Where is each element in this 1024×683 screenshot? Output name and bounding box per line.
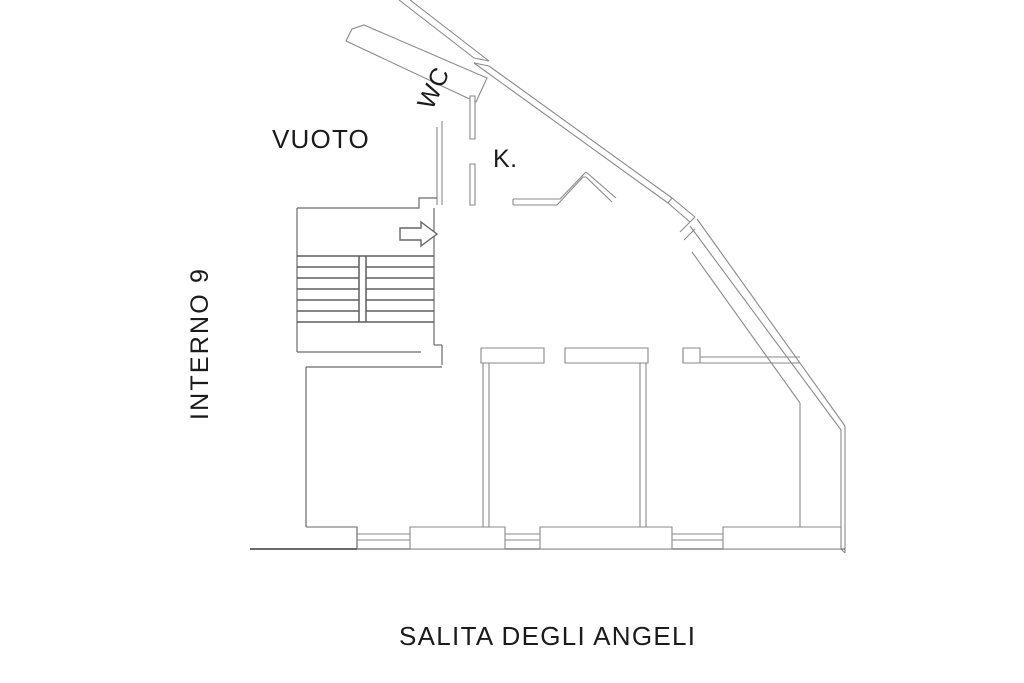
room-label-vuoto: VUOTO <box>272 124 370 154</box>
facade-wall-upper-diagonal <box>398 0 673 204</box>
wc-inner-walls <box>436 95 476 206</box>
unit-label-interno: INTERNO 9 <box>186 266 214 420</box>
bottom-wall-and-windows <box>306 526 845 550</box>
street-label-salita-degli-angeli: SALITA DEGLI ANGELI <box>399 621 697 651</box>
room-left <box>305 366 442 549</box>
kitchen-walls <box>512 171 617 206</box>
room-label-kitchen: K. <box>493 145 518 173</box>
window-bottom-3 <box>672 533 723 541</box>
stairwell-enclosure <box>296 197 443 365</box>
room-right-top-wall <box>692 356 800 364</box>
room-wc-shaft <box>345 24 488 103</box>
window-bottom-1 <box>357 533 410 541</box>
right-outer-wall <box>840 426 846 554</box>
right-arrow-icon <box>399 220 439 248</box>
partition-walls <box>480 347 701 527</box>
window-bottom-2 <box>505 533 540 541</box>
facade-wall-lower-diagonal <box>667 197 846 431</box>
staircase-treads <box>297 255 434 323</box>
